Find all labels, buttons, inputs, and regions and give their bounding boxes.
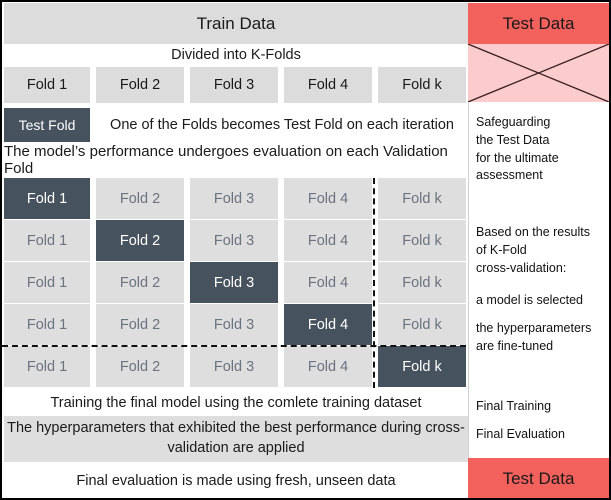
- fold-box-4: Fold 4: [284, 67, 372, 103]
- fold-cell-r4-c5-train: Fold k: [378, 304, 466, 345]
- fold-cell-r1-c3-train: Fold 3: [190, 178, 278, 219]
- fold-box-3: Fold 3: [190, 67, 278, 103]
- validation-split-vertical-dashed-line: [373, 178, 375, 388]
- fold-cell-r1-c2-train: Fold 2: [96, 178, 184, 219]
- note-hyperparameters-tuned: the hyperparameters are fine-tuned: [476, 321, 592, 353]
- fold-cell-r2-c4-train: Fold 4: [284, 220, 372, 261]
- fold-cell-r5-c2-train: Fold 2: [96, 346, 184, 387]
- fold-cell-r4-c3-train: Fold 3: [190, 304, 278, 345]
- fold-cell-r1-c1-test: Fold 1: [4, 178, 90, 219]
- fold-cell-r2-c1-train: Fold 1: [4, 220, 90, 261]
- test-data-header: Test Data: [468, 3, 609, 44]
- note-model-selected: a model is selected: [476, 293, 584, 307]
- fold-cell-r3-c5-train: Fold k: [378, 262, 466, 303]
- cross-out-icon: [468, 44, 609, 102]
- final-evaluation-text: Final evaluation is made using fresh, un…: [4, 462, 468, 498]
- note-safeguard-test-data: Safeguarding the Test Data for the ultim…: [476, 115, 559, 183]
- fold-cell-r5-c1-train: Fold 1: [4, 346, 90, 387]
- validation-split-horizontal-dashed-line: [2, 345, 466, 347]
- test-fold-chip: Test Fold: [4, 108, 90, 142]
- fold-cell-r2-c3-train: Fold 3: [190, 220, 278, 261]
- fold-cell-r5-c3-train: Fold 3: [190, 346, 278, 387]
- fold-cell-r5-c5-test: Fold k: [378, 346, 466, 387]
- fold-cell-r3-c3-test: Fold 3: [190, 262, 278, 303]
- divided-into-kfolds-label: Divided into K-Folds: [4, 44, 468, 65]
- note-final-evaluation: Final Evaluation: [476, 427, 565, 441]
- train-data-header: Train Data: [4, 3, 468, 44]
- sidebar-divider: [468, 102, 469, 458]
- note-final-training: Final Training: [476, 399, 552, 413]
- fold-box-2: Fold 2: [96, 67, 184, 103]
- fold-cell-r4-c1-train: Fold 1: [4, 304, 90, 345]
- fold-cell-r3-c4-train: Fold 4: [284, 262, 372, 303]
- test-data-excluded-region: [468, 44, 609, 102]
- model-performance-description: The model’s performance undergoes evalua…: [4, 143, 448, 177]
- fold-box-5: Fold k: [378, 67, 466, 103]
- fold-box-1: Fold 1: [4, 67, 90, 103]
- fold-cell-r5-c4-train: Fold 4: [284, 346, 372, 387]
- fold-cell-r2-c5-train: Fold k: [378, 220, 466, 261]
- fold-cell-r4-c2-train: Fold 2: [96, 304, 184, 345]
- test-fold-description: One of the Folds becomes Test Fold on ea…: [110, 117, 454, 133]
- fold-cell-r4-c4-test: Fold 4: [284, 304, 372, 345]
- fold-cell-r2-c2-test: Fold 2: [96, 220, 184, 261]
- hyperparameters-text: The hyperparameters that exhibited the b…: [4, 416, 468, 462]
- fold-cell-r1-c4-train: Fold 4: [284, 178, 372, 219]
- fold-cell-r3-c2-train: Fold 2: [96, 262, 184, 303]
- final-training-text: Training the final model using the comle…: [4, 390, 468, 416]
- note-based-on-results: Based on the results of K-Fold cross-val…: [476, 225, 590, 275]
- test-data-footer: Test Data: [468, 458, 609, 498]
- fold-cell-r1-c5-train: Fold k: [378, 178, 466, 219]
- fold-cell-r3-c1-train: Fold 1: [4, 262, 90, 303]
